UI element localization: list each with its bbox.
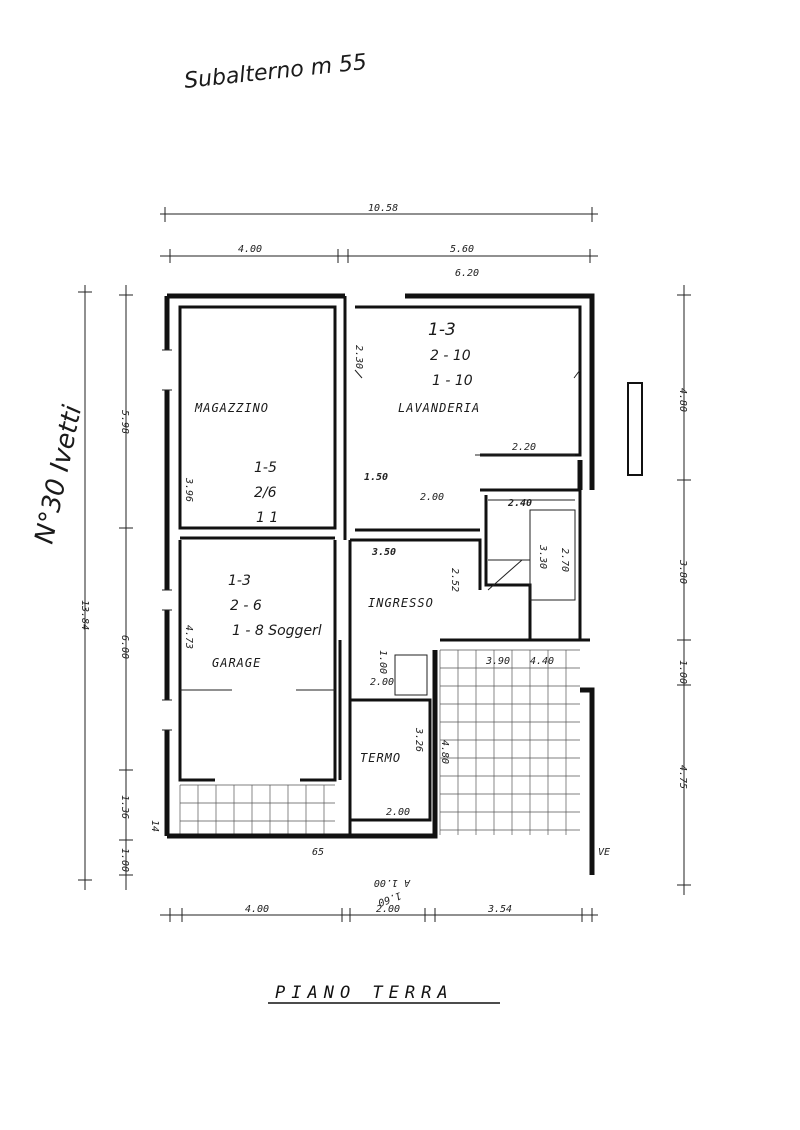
dim-right-small: 1.00 xyxy=(677,660,688,684)
dim-wall-14: 14 xyxy=(149,820,160,832)
dim-right-lower: 4.75 xyxy=(677,765,688,789)
dim-porch: 3.90 xyxy=(485,656,510,667)
dim-lav-small: 1.50 xyxy=(364,472,388,483)
dim-ingresso-h: 2.52 xyxy=(449,568,460,592)
room-labels: MAGAZZINO 1-5 2/6 1 1 LAVANDERIA 1-3 2 -… xyxy=(194,320,480,765)
lavanderia-note-2: 2 - 10 xyxy=(430,348,471,364)
dim-bath-1: 1.00 xyxy=(377,650,388,674)
magazzino-note-3: 1 1 xyxy=(256,510,278,526)
plan-title: PIANO TERRA xyxy=(275,983,454,1003)
tile-grid-garage-front xyxy=(179,784,335,835)
magazzino-note-1: 1-5 xyxy=(254,460,277,476)
dim-lav-v: 2.30 xyxy=(353,345,364,369)
dim-ingresso-w: 3.50 xyxy=(371,547,396,558)
dim-top-right: 5.60 xyxy=(450,244,474,255)
lavanderia-note-1: 1-3 xyxy=(428,320,456,340)
dim-porch3: 4.80 xyxy=(439,740,450,764)
interior-dimensions: 2.20 2.00 2.40 3.50 2.52 3.96 1.50 2.30 … xyxy=(149,345,610,908)
dim-top-left: 4.00 xyxy=(238,244,262,255)
dim-stair-v2: 2.70 xyxy=(559,548,570,572)
dim-left-lower: 1.36 xyxy=(119,795,130,819)
dim-termo-w: 2.00 xyxy=(386,807,410,818)
side-note: N°30 Ivetti xyxy=(30,402,89,546)
dim-wall-65: 65 xyxy=(312,847,324,858)
tiled-porch xyxy=(179,649,580,835)
tile-grid-porch xyxy=(439,649,580,835)
room-termo: TERMO xyxy=(360,751,401,765)
dim-stair-v: 3.30 xyxy=(537,544,548,569)
garage-note-2: 2 - 6 xyxy=(230,598,262,614)
magazzino-note-2: 2/6 xyxy=(254,485,277,501)
dim-corridor: 2.00 xyxy=(420,492,444,503)
bottom-note-1: A 1.00 xyxy=(374,877,411,888)
dim-mag-h: 3.96 xyxy=(183,477,194,502)
dim-bottom-right: 3.54 xyxy=(487,904,512,915)
dim-right-upper: 4.80 xyxy=(677,388,688,412)
dim-termo-h: 3.26 xyxy=(413,727,424,752)
handwritten-note: Subalterno m 55 xyxy=(183,50,368,94)
walls xyxy=(162,293,643,875)
dim-bottom-mid: 2.00 xyxy=(376,904,400,915)
dim-top-total: 10.58 xyxy=(368,203,398,214)
room-garage: GARAGE xyxy=(212,656,261,670)
dim-left-total: 13.84 xyxy=(79,600,90,630)
dim-garage-h: 4.73 xyxy=(183,625,194,649)
dim-porch2: 4.40 xyxy=(530,656,554,667)
dim-lav-width: 2.20 xyxy=(512,442,536,453)
dim-bath-2: 2.00 xyxy=(370,677,394,688)
garage-note-3: 1 - 8 Soggerl xyxy=(232,623,322,639)
dim-bottom-left: 4.00 xyxy=(245,904,269,915)
room-lavanderia: LAVANDERIA xyxy=(398,401,480,415)
dim-right-mid: 3.80 xyxy=(677,559,688,584)
dim-ve: VE xyxy=(598,847,610,858)
room-ingresso: INGRESSO xyxy=(368,596,434,610)
dim-top-right-alt: 6.20 xyxy=(455,268,479,279)
dim-left-upper: 5.98 xyxy=(119,410,130,434)
room-magazzino: MAGAZZINO xyxy=(194,401,269,415)
garage-note-1: 1-3 xyxy=(228,573,251,589)
dim-left-garage: 6.00 xyxy=(119,635,130,659)
dim-left-bottom: 1.00 xyxy=(119,848,130,872)
dimension-lines: 10.58 4.00 5.60 6.20 13.84 5.98 6.00 1.3… xyxy=(78,203,691,922)
lavanderia-note-3: 1 - 10 xyxy=(432,373,473,389)
dim-stair: 2.40 xyxy=(507,498,532,509)
